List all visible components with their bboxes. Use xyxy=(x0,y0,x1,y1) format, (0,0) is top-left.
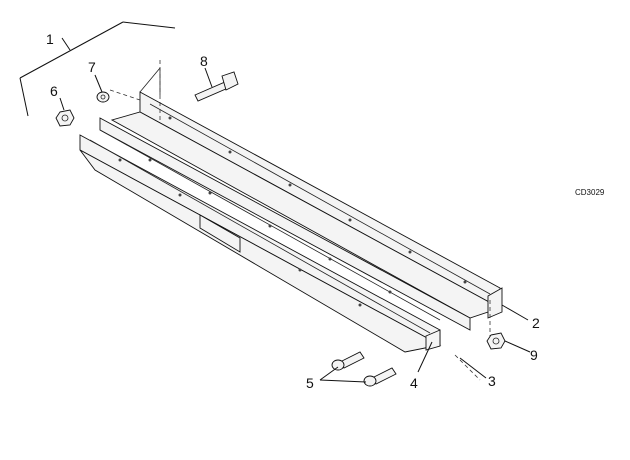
callout-1: 1 xyxy=(46,31,54,47)
callout-3: 3 xyxy=(488,373,496,389)
leader-lines xyxy=(59,67,531,383)
assembly-guides xyxy=(109,60,491,381)
mounting-holes xyxy=(118,116,467,307)
nut-6 xyxy=(55,109,75,127)
callout-8: 8 xyxy=(200,53,208,69)
nut-9 xyxy=(486,332,506,350)
callout-4: 4 xyxy=(410,375,418,391)
callout-2: 2 xyxy=(532,315,540,331)
callout-5: 5 xyxy=(306,375,314,391)
bolts-5 xyxy=(331,351,397,387)
lower-rail xyxy=(79,134,442,353)
callout-7: 7 xyxy=(88,59,96,75)
assembly-bracket xyxy=(19,21,176,117)
middle-rail xyxy=(99,117,471,331)
reference-code: CD3029 xyxy=(575,188,605,197)
callout-6: 6 xyxy=(50,83,58,99)
washer-7 xyxy=(96,91,110,103)
upper-rail xyxy=(110,67,503,319)
bolt-8 xyxy=(194,71,239,102)
callout-9: 9 xyxy=(530,347,538,363)
